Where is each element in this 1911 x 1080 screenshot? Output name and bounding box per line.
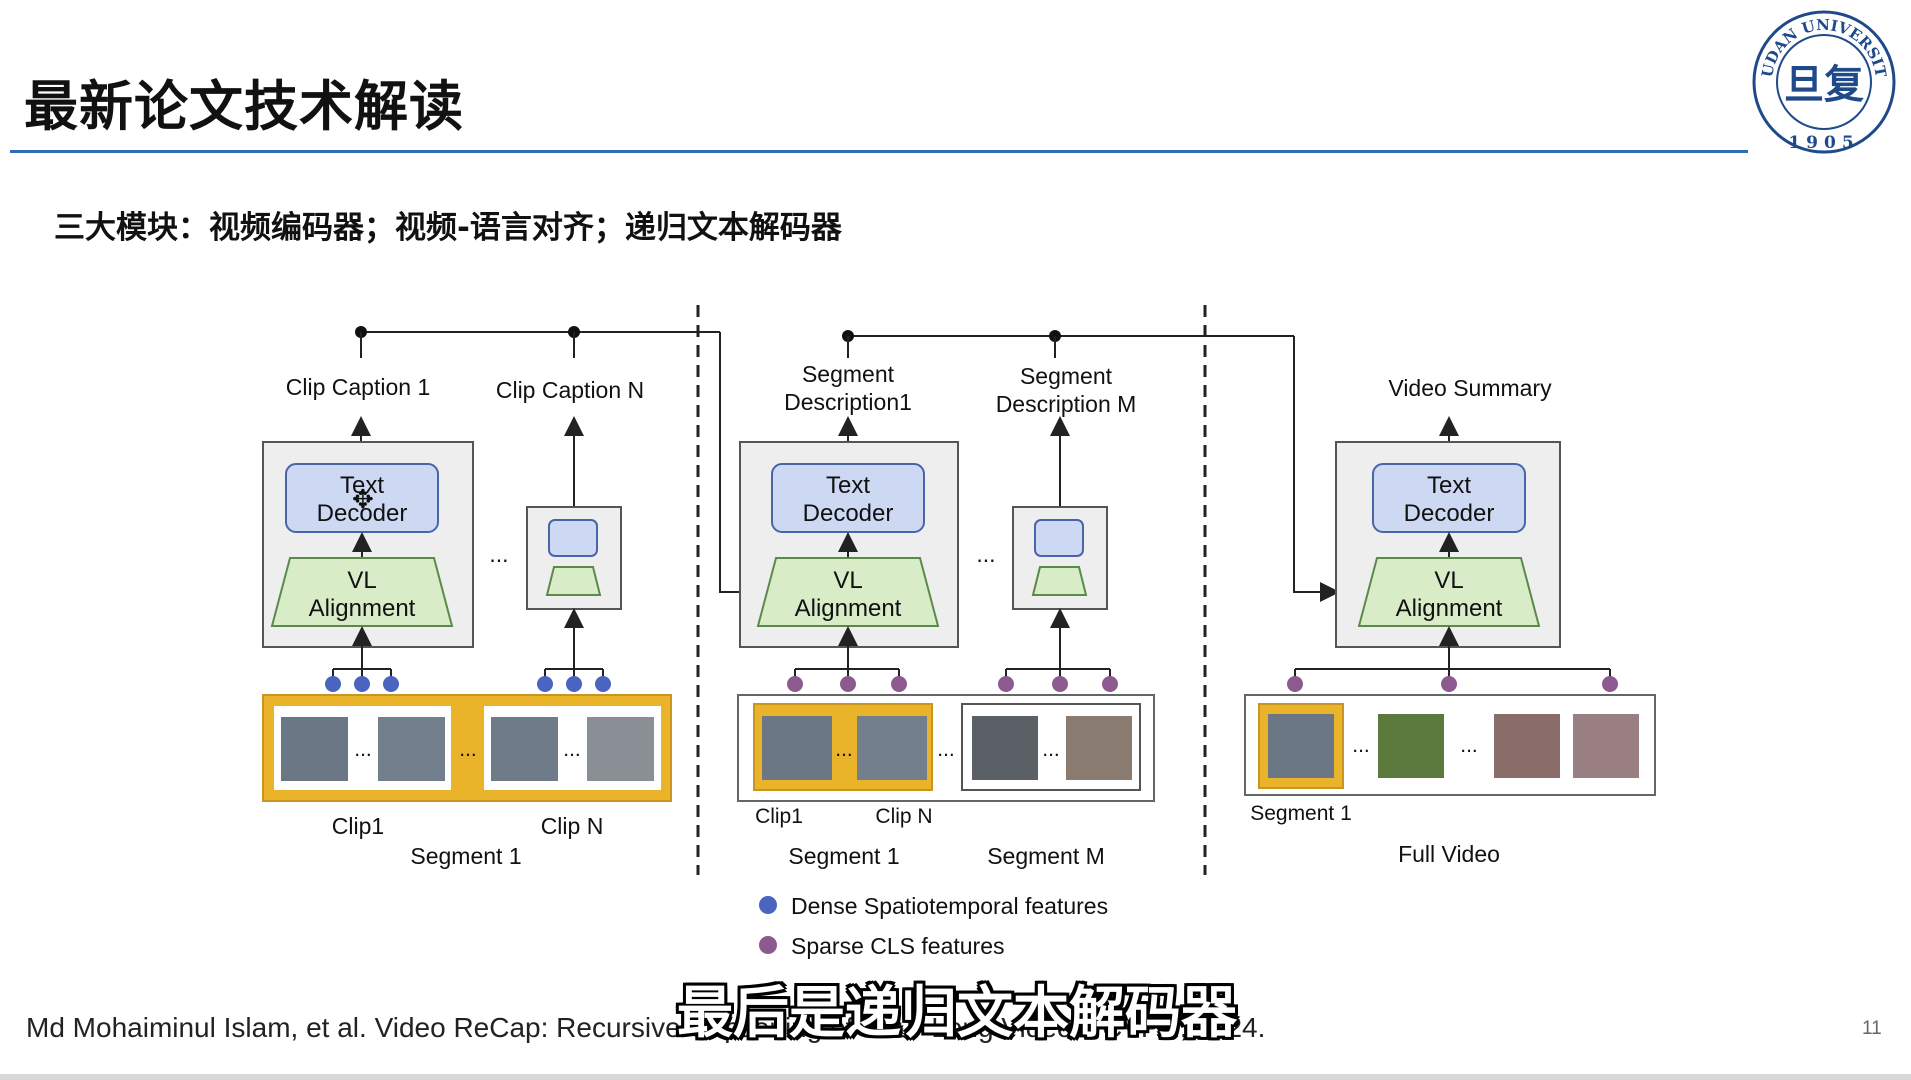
svg-text:Full Video: Full Video [1398, 841, 1500, 867]
vl-alignment-block [270, 557, 454, 627]
svg-text:VL: VL [347, 567, 376, 594]
legend-dense-label: Dense Spatiotemporal features [791, 893, 1108, 919]
svg-text:Description1: Description1 [784, 389, 912, 415]
svg-text:...: ... [489, 541, 508, 567]
bottom-bar [0, 1074, 1911, 1080]
svg-text:Decoder: Decoder [803, 500, 894, 527]
svg-text:Clip N: Clip N [541, 813, 604, 839]
svg-text:...: ... [1460, 734, 1478, 757]
svg-text:...: ... [354, 738, 372, 761]
svg-text:Clip1: Clip1 [755, 805, 803, 828]
svg-text:Text: Text [340, 472, 384, 499]
fudan-university-logo: FUDAN UNIVERSITY 1905 旦复 [1750, 8, 1896, 154]
title-divider [10, 150, 1748, 153]
svg-text:Clip1: Clip1 [332, 813, 384, 839]
svg-text:...: ... [1042, 738, 1060, 761]
slide-title: 最新论文技术解读 [24, 75, 464, 138]
svg-text:VL: VL [833, 567, 862, 594]
slide-subtitle: 三大模块：视频编码器；视频-语言对齐；递归文本解码器 [54, 210, 842, 246]
svg-text:VL: VL [1434, 567, 1463, 594]
panel-segment-level: Segment Description1 Segment Description… [737, 330, 1340, 869]
svg-text:...: ... [459, 738, 477, 761]
svg-text:Decoder: Decoder [1404, 500, 1495, 527]
legend-dense-dot [759, 896, 777, 914]
video-summary-label: Video Summary [1388, 375, 1552, 401]
citation: Md Mohaiminul Islam, et al. Video ReCap:… [26, 1012, 1266, 1043]
svg-text:...: ... [937, 738, 955, 761]
svg-text:Segment: Segment [1020, 363, 1113, 389]
logo-glyph: 旦复 [1784, 61, 1864, 108]
svg-text:Alignment: Alignment [1396, 595, 1503, 622]
panel-clip-level: Clip Caption 1 Clip Caption N Text Decod… [262, 326, 762, 869]
svg-text:Clip N: Clip N [875, 805, 932, 828]
svg-text:Segment 1: Segment 1 [788, 843, 899, 869]
svg-text:...: ... [563, 738, 581, 761]
clip-caption-1: Clip Caption 1 [286, 374, 430, 400]
svg-text:...: ... [976, 541, 995, 567]
panel-video-level: Video Summary Text Decoder VL Alignment … [1244, 375, 1656, 867]
svg-text:...: ... [835, 738, 853, 761]
svg-text:Segment 1: Segment 1 [1250, 802, 1352, 825]
svg-text:Alignment: Alignment [795, 595, 902, 622]
cursor-icon: ✥ [352, 484, 374, 514]
svg-text:...: ... [1352, 734, 1370, 757]
svg-text:Text: Text [826, 472, 870, 499]
svg-text:Description M: Description M [996, 391, 1137, 417]
svg-text:Decoder: Decoder [317, 500, 408, 527]
clip-caption-n: Clip Caption N [496, 377, 644, 403]
svg-text:Text: Text [1427, 472, 1471, 499]
svg-text:Alignment: Alignment [309, 595, 416, 622]
page-number: 11 [1862, 1018, 1882, 1039]
logo-year: 1905 [1788, 133, 1859, 153]
svg-text:Segment M: Segment M [987, 843, 1105, 869]
legend: Dense Spatiotemporal features Sparse CLS… [759, 893, 1108, 959]
video-subtitle-overlay: 最后是递归文本解码器 [677, 981, 1237, 1046]
svg-text:Segment 1: Segment 1 [410, 843, 521, 869]
legend-sparse-dot [759, 936, 777, 954]
legend-sparse-label: Sparse CLS features [791, 933, 1005, 959]
svg-text:Segment: Segment [802, 361, 895, 387]
